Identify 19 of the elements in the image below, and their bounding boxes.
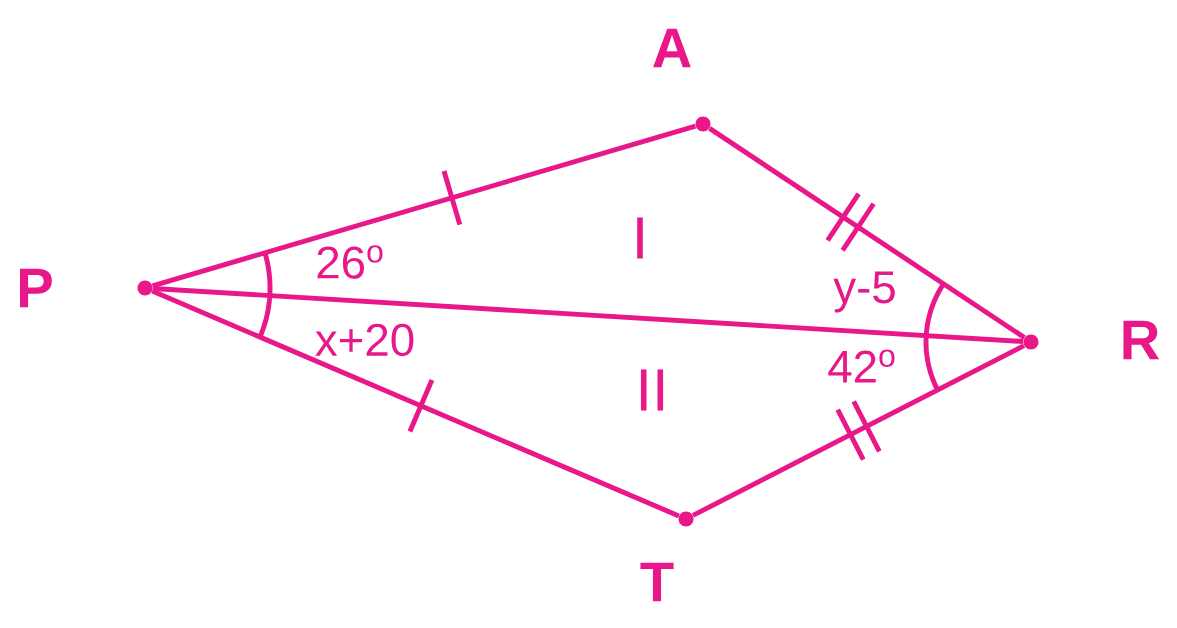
angle-label: x+20 bbox=[315, 323, 414, 357]
line-segment bbox=[151, 288, 680, 519]
angle-label: y-5 bbox=[833, 271, 895, 313]
angle-label: 42$^{o}$ bbox=[828, 349, 895, 383]
vertex-point bbox=[1023, 334, 1039, 350]
vertex-label: P bbox=[20, 268, 52, 308]
vertex-label: A bbox=[653, 28, 691, 68]
angle-label: I bbox=[637, 217, 643, 259]
vertex-point bbox=[678, 511, 694, 527]
line-segment bbox=[708, 126, 1026, 340]
vertex-label: T bbox=[640, 562, 674, 602]
angle-label: 26$^{o}$ bbox=[317, 245, 383, 279]
vertex-point bbox=[695, 116, 711, 132]
angle-label: II bbox=[640, 369, 664, 411]
vertex-label: R bbox=[1123, 320, 1160, 360]
line-segment bbox=[691, 343, 1026, 518]
line-segment bbox=[151, 123, 697, 289]
vertex-point bbox=[137, 280, 153, 296]
line-segment bbox=[152, 286, 1024, 344]
